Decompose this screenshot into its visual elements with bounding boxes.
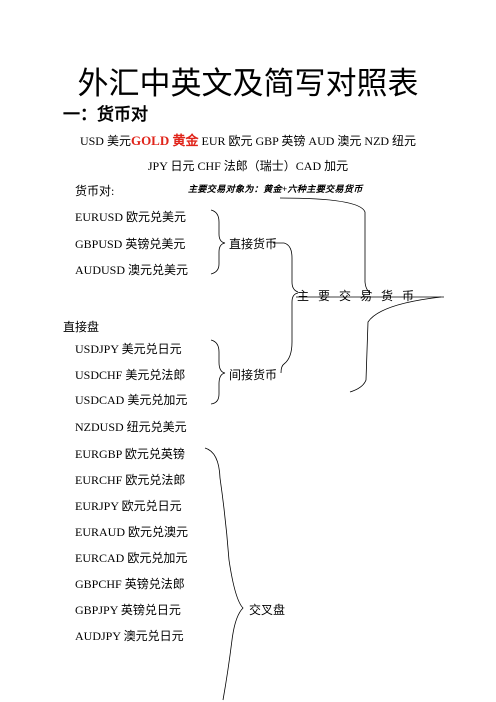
pair-usdjpy: USDJPY 美元兑日元 <box>75 342 182 356</box>
pair-gbpusd: GBPUSD 英镑兑美元 <box>75 237 186 251</box>
currency-list-line-2: JPY 日元 CHF 法郎（瑞士）CAD 加元 <box>147 159 349 173</box>
group-label-cross: 交叉盘 <box>249 603 286 617</box>
section-heading: 一：货币对 <box>63 105 148 125</box>
page-title: 外汇中英文及简写对照表 <box>77 66 419 102</box>
indirect-connector <box>280 292 299 374</box>
group-label-indirect: 间接货币 <box>229 368 278 382</box>
pair-gbpchf: GBPCHF 英镑兑法郎 <box>75 577 185 591</box>
currency-others: EUR 欧元 GBP 英镑 AUD 澳元 NZD 纽元 <box>198 134 417 148</box>
pair-eurjpy: EURJPY 欧元兑日元 <box>75 499 182 513</box>
pair-euraud: EURAUD 欧元兑澳元 <box>75 525 188 539</box>
currency-list-line-1: USD 美元GOLD 黄金 EUR 欧元 GBP 英镑 AUD 澳元 NZD 纽… <box>0 130 496 149</box>
pair-eurchf: EURCHF 欧元兑法郎 <box>75 473 186 487</box>
note-bracket <box>279 197 373 294</box>
group-label-main: 主要交易货币 <box>297 289 424 303</box>
main-sweep <box>349 296 442 393</box>
pairs-label: 货币对: <box>75 184 115 198</box>
pair-audusd: AUDUSD 澳元兑美元 <box>75 263 189 277</box>
indirect-bracket <box>210 339 226 405</box>
pair-eurusd: EURUSD 欧元兑美元 <box>75 210 187 224</box>
pair-gbpjpy: GBPJPY 英镑兑日元 <box>75 603 181 617</box>
cross-bracket <box>204 447 244 701</box>
pair-eurgbp: EURGBP 欧元兑英镑 <box>75 447 185 461</box>
group-label-direct: 直接货币 <box>229 237 278 251</box>
direct-quote-header: 直接盘 <box>63 320 100 334</box>
direct-connector <box>273 242 299 293</box>
pair-audjpy: AUDJPY 澳元兑日元 <box>75 629 184 643</box>
pair-eurcad: EURCAD 欧元兑加元 <box>75 551 188 565</box>
currency-gold: GOLD 黄金 <box>130 133 199 148</box>
currency-usd: USD 美元 <box>79 134 131 148</box>
pair-usdcad: USDCAD 美元兑加元 <box>75 393 188 407</box>
pair-usdchf: USDCHF 美元兑法郎 <box>75 368 186 382</box>
main-trading-note: 主要交易对象为：黄金+六种主要交易货币 <box>188 184 363 194</box>
pair-nzdusd: NZDUSD 纽元兑美元 <box>75 420 187 434</box>
direct-bracket <box>210 209 226 275</box>
